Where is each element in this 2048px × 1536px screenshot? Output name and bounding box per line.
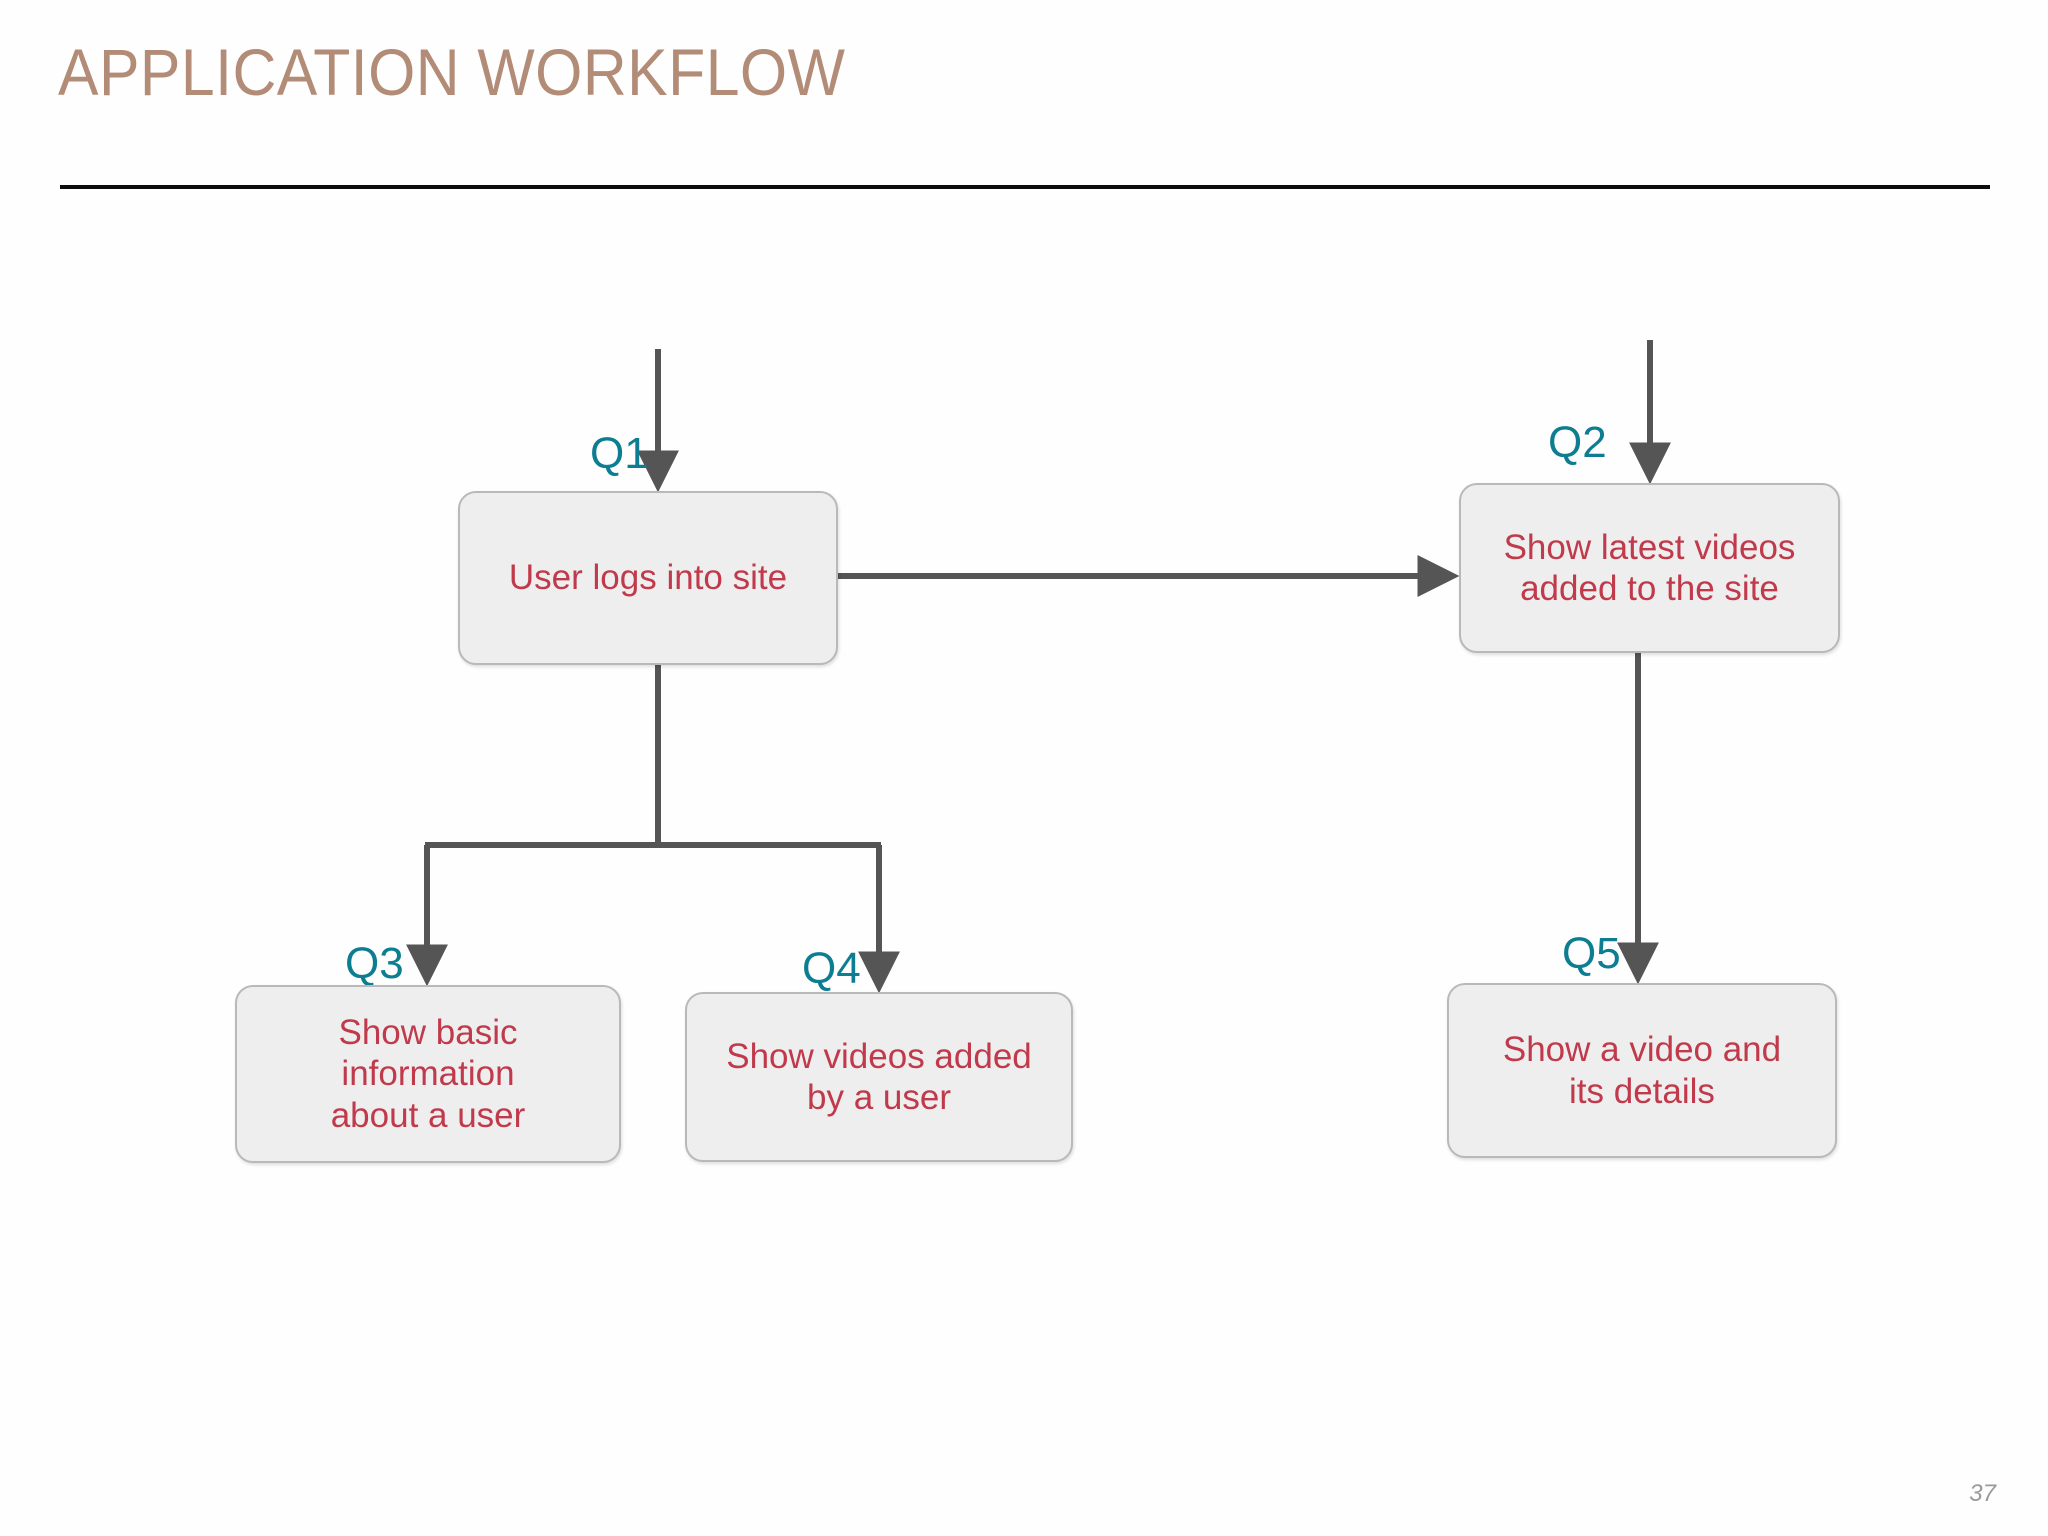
flow-node-q2-text: Show latest videos added to the site (1503, 527, 1796, 608)
flow-node-q1: User logs into site (458, 491, 838, 665)
flow-node-q3: Show basic information about a user (235, 985, 621, 1163)
page-number: 37 (1969, 1480, 1996, 1507)
node-label-q1: Q1 (590, 429, 649, 478)
node-label-q5: Q5 (1562, 929, 1621, 978)
title-divider (60, 185, 1990, 189)
flow-node-q4-text: Show videos added by a user (726, 1036, 1032, 1117)
edge-q1-split-stem (425, 665, 881, 848)
page-title: APPLICATION WORKFLOW (58, 35, 846, 109)
node-label-q2: Q2 (1548, 418, 1607, 467)
flow-node-q1-text: User logs into site (508, 558, 788, 598)
flow-node-q5-text: Show a video and its details (1502, 1030, 1782, 1111)
node-label-q4: Q4 (802, 944, 861, 993)
node-label-q3: Q3 (345, 939, 404, 988)
flow-node-q3-text: Show basic information about a user (330, 1013, 526, 1135)
flow-node-q5: Show a video and its details (1447, 983, 1837, 1158)
flow-node-q2: Show latest videos added to the site (1459, 483, 1840, 653)
flow-node-q4: Show videos added by a user (685, 992, 1073, 1162)
